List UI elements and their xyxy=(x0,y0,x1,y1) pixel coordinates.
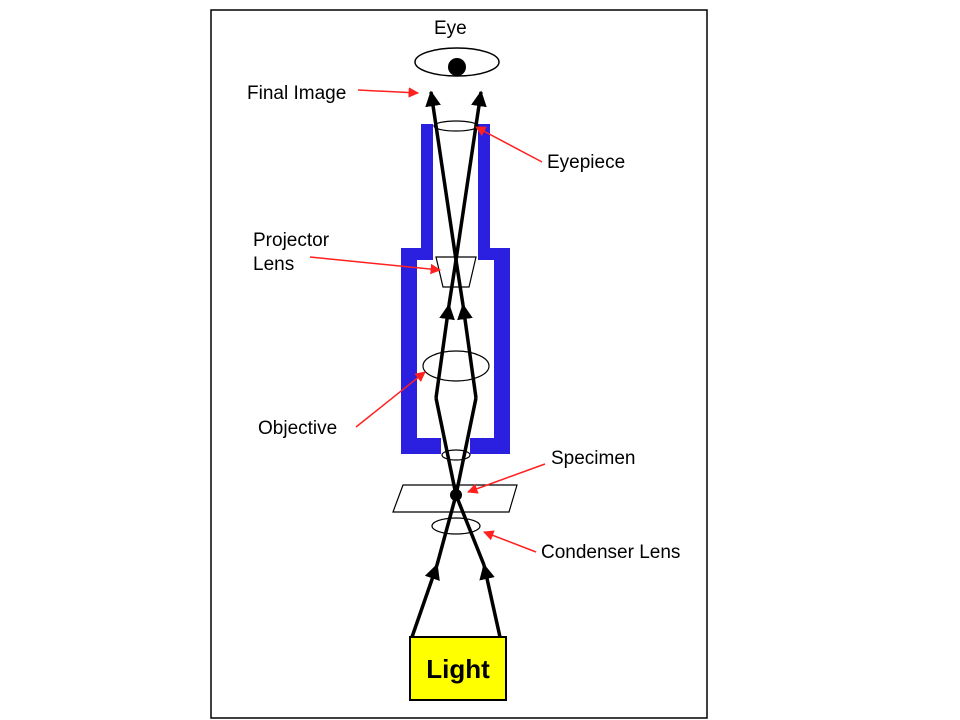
pointer-condenser-lens xyxy=(483,530,537,553)
ray-left-mid xyxy=(434,303,455,399)
pointer-specimen xyxy=(467,463,546,494)
microscope-tube xyxy=(401,124,510,454)
ray-right-lower xyxy=(479,563,502,638)
ray-right-mid xyxy=(457,303,478,399)
light-rays xyxy=(410,90,502,638)
label-projector-line1: Projector xyxy=(253,230,330,251)
ray-right-upper xyxy=(425,90,458,261)
label-specimen: Specimen xyxy=(551,448,636,469)
label-projector-line2: Lens xyxy=(253,254,294,275)
eye-icon xyxy=(414,47,500,77)
ray-left-lower xyxy=(410,563,440,638)
label-eye: Eye xyxy=(434,18,467,39)
condenser-lens xyxy=(431,517,481,535)
pointer-final-image xyxy=(357,87,420,98)
ray-left-upper xyxy=(454,90,487,261)
pointer-objective xyxy=(355,371,426,428)
eyepiece-lens xyxy=(433,120,479,132)
objective-lens xyxy=(422,350,490,382)
pointer-arrows xyxy=(309,87,546,553)
pointer-eyepiece xyxy=(475,126,543,163)
label-condenser-lens: Condenser Lens xyxy=(541,542,680,563)
label-eyepiece: Eyepiece xyxy=(547,152,625,173)
light-label: Light xyxy=(426,654,490,684)
label-final-image: Final Image xyxy=(247,83,346,104)
pointer-projector-lens xyxy=(309,256,442,275)
projector-lens xyxy=(435,256,477,288)
specimen-dot xyxy=(450,489,462,501)
light-source-box xyxy=(409,636,507,701)
label-objective: Objective xyxy=(258,418,337,439)
